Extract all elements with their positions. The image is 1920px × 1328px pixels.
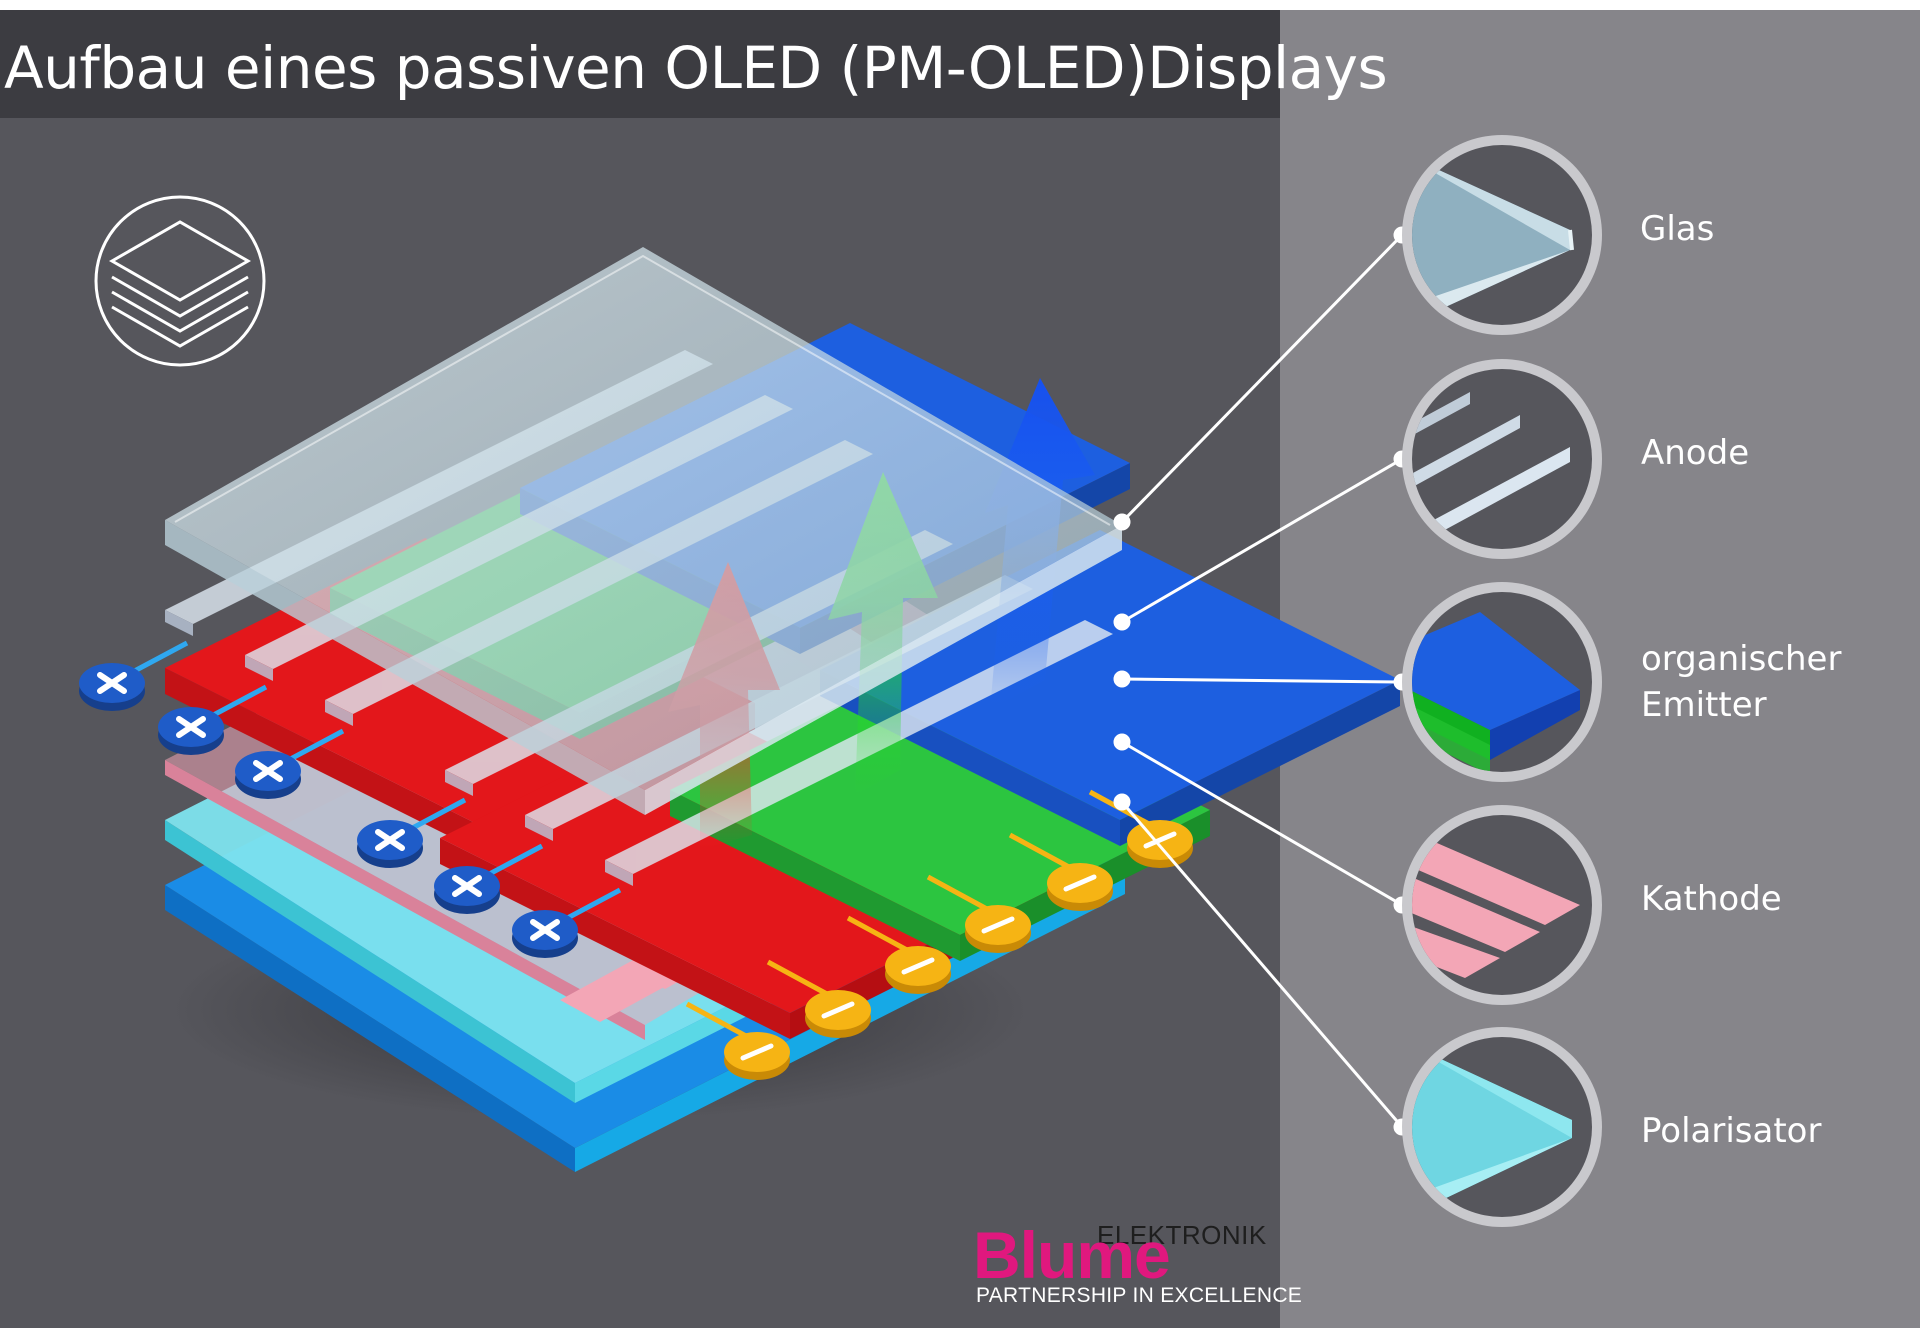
label-kathode: Kathode [1641, 879, 1782, 919]
zoom-kathode [1402, 805, 1602, 1005]
label-organischer: organischer [1641, 639, 1842, 679]
brand-logo: Blume [973, 1218, 1171, 1292]
label-glas: Glas [1640, 209, 1715, 249]
anode-terminals [79, 640, 622, 958]
glass-layer [165, 247, 1122, 815]
zoom-emitter [1402, 582, 1602, 782]
plus-cross-icon [530, 919, 560, 941]
title-bar [0, 10, 1280, 118]
cathode-terminal [766, 959, 871, 1038]
minus-icon [821, 1001, 855, 1019]
minus-icon [981, 916, 1015, 934]
plus-cross-icon [176, 716, 206, 738]
brand-sub: ELEKTRONIK [1097, 1220, 1267, 1250]
label-emitter: Emitter [1641, 685, 1767, 725]
plus-cross-icon [375, 829, 405, 851]
cathode-terminal [846, 915, 951, 994]
label-polarisator: Polarisator [1641, 1111, 1822, 1151]
minus-icon [1143, 831, 1177, 849]
anode-terminal [512, 887, 622, 958]
layers-icon [94, 195, 266, 367]
anode-terminal [434, 843, 544, 914]
minus-icon [1063, 874, 1097, 892]
cathode-terminal [685, 1001, 790, 1080]
anode-terminal [158, 684, 268, 755]
cathode-terminals [685, 789, 1193, 1080]
minus-icon [901, 957, 935, 975]
zoom-glas [1402, 135, 1602, 335]
plus-cross-icon [97, 672, 127, 694]
cathode-terminal [1088, 789, 1193, 868]
brand-tagline: PARTNERSHIP IN EXCELLENCE [976, 1284, 1303, 1307]
zoom-anode [1402, 359, 1602, 559]
minus-icon [740, 1043, 774, 1061]
anode-terminal [235, 728, 345, 799]
anode-terminal [79, 640, 189, 711]
anode-terminal [357, 797, 467, 868]
plus-cross-icon [253, 760, 283, 782]
page-title: Aufbau eines passiven OLED (PM-OLED)Disp… [4, 34, 1388, 102]
cathode-terminal [926, 874, 1031, 953]
plus-cross-icon [452, 875, 482, 897]
label-anode: Anode [1641, 433, 1750, 473]
connector-line [1113, 450, 1411, 631]
zoom-polarisator [1402, 1027, 1602, 1227]
cathode-terminal [1008, 832, 1113, 911]
